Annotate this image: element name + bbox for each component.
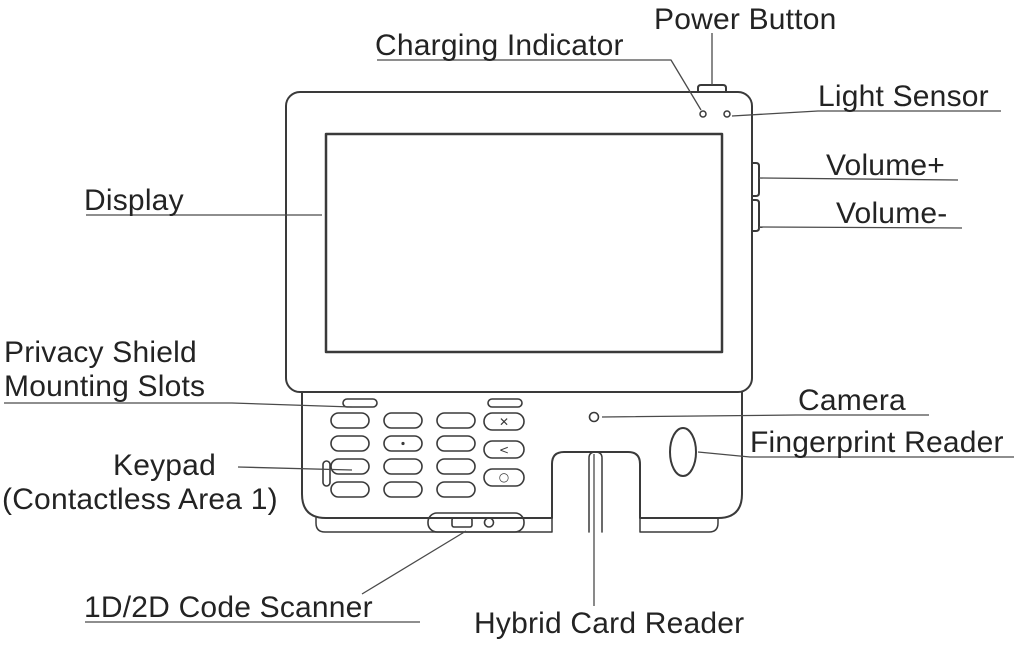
scanner-window [427,512,525,533]
leader-camera [601,414,929,418]
label-privacy-shield-line1: Privacy Shield [4,336,197,369]
scanner-emitter [451,517,473,528]
leader-charging-indicator [377,59,702,111]
keypad-key [330,435,370,452]
label-hybrid-card-reader: Hybrid Card Reader [474,607,745,640]
speaker-slot [322,460,331,487]
card-reader-slot [588,451,603,533]
bottom-shell [315,517,719,533]
label-keypad-line1: Keypad [113,449,216,482]
label-camera: Camera [798,384,906,417]
label-charging-indicator: Charging Indicator [375,29,624,62]
camera-lens [588,411,600,423]
keypad-key [436,412,476,429]
enter-key [483,468,525,487]
cancel-key [483,412,525,431]
display-screen [324,132,724,354]
enter-key-icon: ○ [499,470,509,484]
leader-volume-minus [758,226,963,229]
clear-key [483,440,525,459]
mounting-slot-right [487,398,523,408]
light-sensor-dot [723,110,731,118]
leader-code-scanner [85,530,467,623]
keypad-key [436,458,476,475]
leader-volume-plus [758,177,959,181]
keypad-key [436,481,476,498]
label-display: Display [84,184,184,217]
keypad-key [383,481,423,498]
label-volume-minus: Volume- [836,197,948,230]
charging-indicator-dot [699,110,707,118]
leader-light-sensor [731,110,1001,117]
label-keypad-contactless-area: Keypad (Contactless Area 1) [2,449,278,517]
label-power-button: Power Button [654,3,837,36]
leader-keypad [237,466,353,471]
cancel-key-icon: ✕ [499,415,509,429]
keypad-key [330,481,370,498]
keypad-key [383,412,423,429]
label-keypad-line2: (Contactless Area 1) [2,483,278,516]
volume-down-button [751,199,760,232]
label-privacy-shield-line2: Mounting Slots [4,370,206,403]
clear-key-icon: < [499,443,509,457]
volume-up-button [751,162,760,197]
scanner-lens [483,517,495,528]
fingerprint-sensor [669,427,697,477]
label-volume-plus: Volume+ [826,149,945,182]
keypad-key [383,435,423,452]
label-fingerprint-reader: Fingerprint Reader [750,426,1004,459]
label-light-sensor: Light Sensor [818,80,989,113]
mounting-slot-left [342,398,378,408]
leader-privacy-shield [4,402,353,408]
keypad-key [436,435,476,452]
keypad-key [330,412,370,429]
label-privacy-shield-mounting-slots: Privacy Shield Mounting Slots [4,336,205,404]
power-button-tab [697,84,727,93]
keypad-key [330,458,370,475]
keypad-key [383,458,423,475]
leader-fingerprint [697,451,1014,458]
device-body [285,91,753,393]
label-code-scanner: 1D/2D Code Scanner [84,591,373,624]
key-5-tactile-dot [401,441,405,446]
